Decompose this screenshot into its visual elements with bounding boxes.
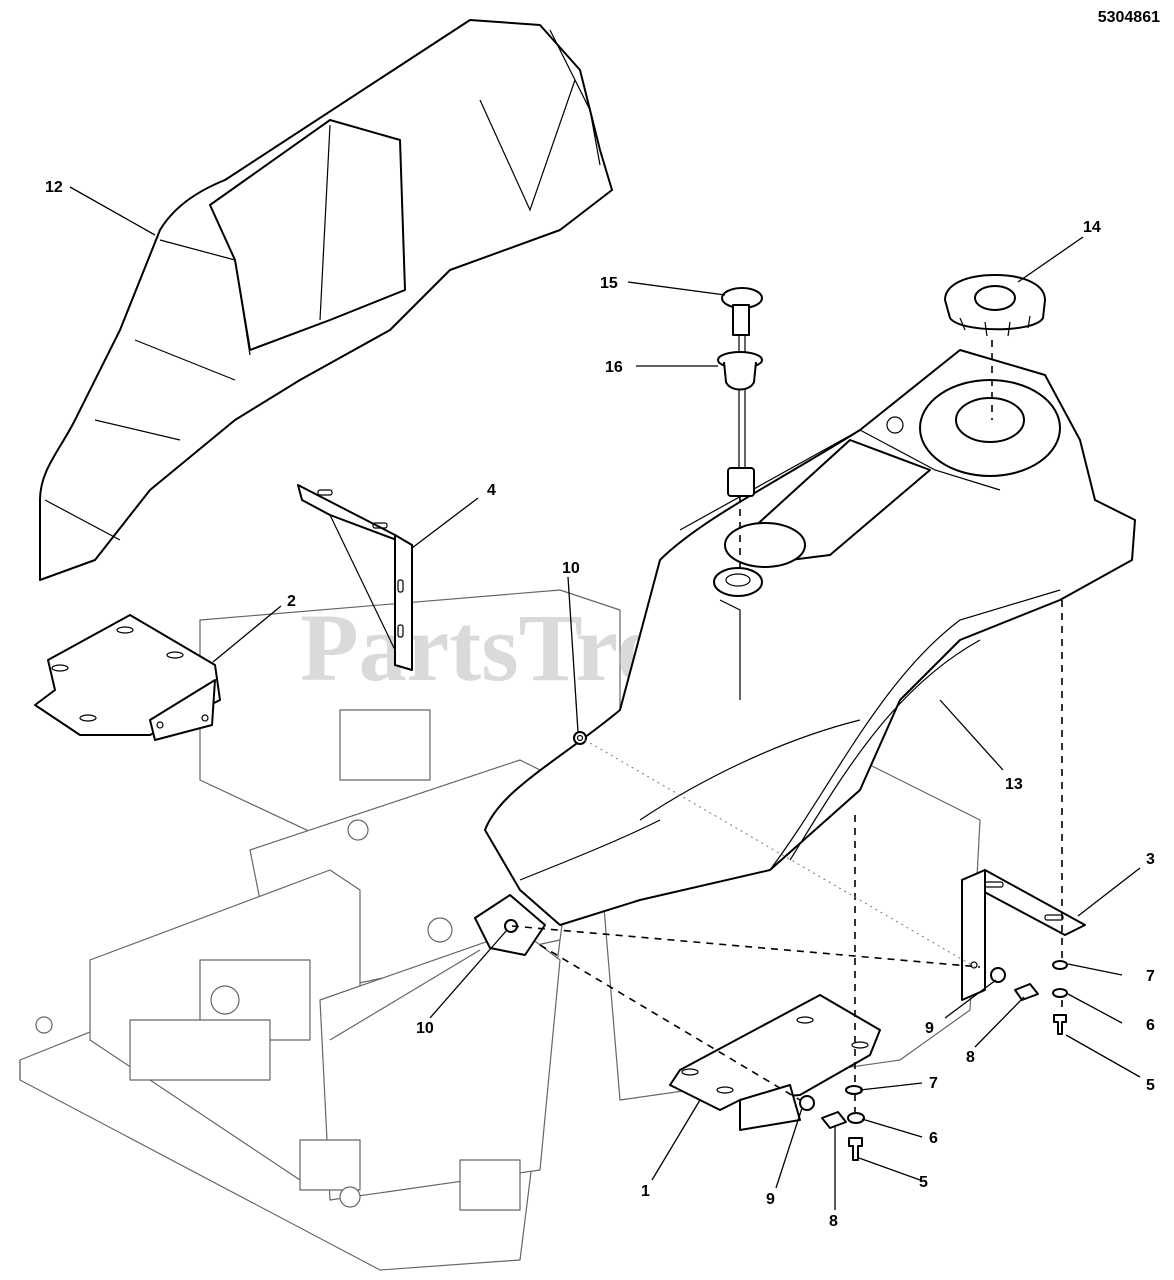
part-1-plate: [669, 994, 881, 1131]
callout-10-lower: 10: [416, 1020, 434, 1037]
callout-9-upper: 9: [925, 1020, 934, 1037]
part-16-grommet: [717, 351, 763, 391]
part-3-bracket: [961, 869, 1086, 1001]
part-2-mounting-plate: [34, 614, 221, 741]
callout-6-lower: 6: [929, 1130, 938, 1147]
callout-5-upper: 5: [1146, 1077, 1155, 1094]
part-15-dipstick: [721, 287, 763, 497]
callout-10-upper: 10: [562, 560, 580, 577]
leader-lines: [69, 186, 1141, 1210]
callout-3: 3: [1146, 851, 1155, 868]
alignment-lines: [511, 600, 1063, 1112]
diagram-number: 5304861: [1098, 9, 1160, 26]
callout-12: 12: [45, 179, 63, 196]
callout-4: 4: [487, 482, 496, 499]
part-13-fuel-tank: [484, 349, 1136, 926]
callout-16: 16: [605, 359, 623, 376]
callout-6-upper: 6: [1146, 1017, 1155, 1034]
callout-8-upper: 8: [966, 1049, 975, 1066]
callout-1: 1: [641, 1183, 650, 1200]
callout-13: 13: [1005, 776, 1023, 793]
callout-9-lower: 9: [766, 1191, 775, 1208]
part-12-console-cover: [39, 19, 613, 581]
callout-labels: 12 4 2 10 15 16 14 13 3 7 6 5 9 8 10 7 6…: [45, 179, 1155, 1230]
callout-5-lower: 5: [919, 1174, 928, 1191]
part-14-fuel-cap: [944, 274, 1046, 337]
callout-14: 14: [1083, 219, 1101, 236]
callout-7-upper: 7: [1146, 968, 1155, 985]
callout-15: 15: [600, 275, 618, 292]
callout-8-lower: 8: [829, 1213, 838, 1230]
hardware-group: [474, 731, 1068, 1161]
part-4-bracket: [297, 484, 413, 671]
callout-2: 2: [287, 593, 296, 610]
callout-7-lower: 7: [929, 1075, 938, 1092]
